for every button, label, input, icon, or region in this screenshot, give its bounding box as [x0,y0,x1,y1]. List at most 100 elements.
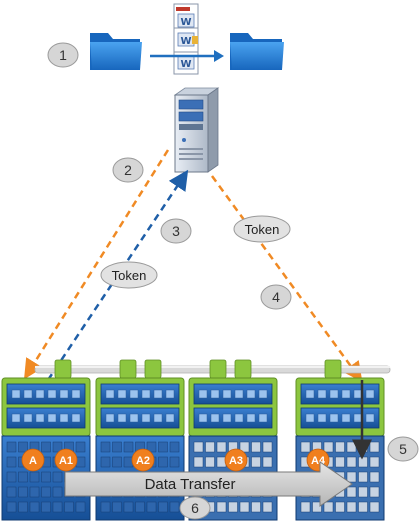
controller-slot [365,413,375,423]
disk-drive [251,456,261,468]
controller-slot [129,413,139,423]
disk-drive [41,501,51,513]
controller-slot [258,389,268,399]
disk-drive [18,471,28,483]
controller-unit [300,383,380,405]
controller-slot [317,413,327,423]
disk-drive [346,486,357,498]
disk-drive [262,501,273,513]
step-6-badge: 6 [179,496,211,520]
step-3-label: 3 [172,223,180,239]
disk-drive [369,456,380,468]
svg-text:W: W [180,17,191,28]
disk-drive [300,501,311,513]
controller-slot [117,413,127,423]
disk-drive [216,501,227,513]
disk-drive [205,456,215,468]
disk-drive [6,501,17,513]
controller-slot [165,413,175,423]
step-3-badge: 3 [160,218,192,244]
disk-drive [158,501,168,513]
disk-drive [228,501,238,513]
disk-drive [18,441,28,453]
disk-drive [262,456,273,468]
node-badge-a1-label: A1 [59,455,73,467]
disk-drive [158,441,168,453]
controller-slot [234,389,244,399]
controller-slot [71,413,81,423]
disk-drive [18,501,28,513]
disk-drive [146,441,157,453]
disk-drive [346,501,357,513]
step-1-label: 1 [59,47,67,63]
controller-slot [59,413,69,423]
disk-drive [369,501,380,513]
node-badge-a2-label: A2 [136,455,150,467]
disk-drive [335,501,345,513]
disk-drive [262,441,273,453]
controller-slot [341,413,351,423]
disk-drive [358,471,368,483]
disk-drive [41,471,51,483]
disk-drive [29,486,40,498]
disk-drive [312,501,322,513]
token-label-upper: Token [245,222,280,237]
controller-slot [210,389,220,399]
controller-slot [141,413,151,423]
disk-drive [123,441,134,453]
disk-drive [52,441,63,453]
controller-slot [198,389,208,399]
disk-drive [369,486,380,498]
disk-drive [358,456,368,468]
controller-unit [193,383,273,405]
step-4-label: 4 [272,289,280,305]
disk-drive [251,441,261,453]
disk-drive [123,501,134,513]
cluster-interconnect [34,359,391,379]
disk-drive [346,471,357,483]
disk-drive [193,456,204,468]
step-2-badge: 2 [112,157,144,183]
disk-drive [216,441,227,453]
controller-slot [246,413,256,423]
node-badge-a3-label: A3 [229,455,243,467]
controller-slot [210,413,220,423]
controller-slot [59,389,69,399]
disk-drive [169,441,180,453]
step-5-badge: 5 [387,436,419,462]
step-5-label: 5 [399,441,407,457]
controller-slot [317,389,327,399]
node-badge-a: A [21,448,45,472]
node-badge-a-label: A [29,455,37,467]
controller-slot [23,413,33,423]
source-folder-icon [90,33,142,70]
token-bubble-upper: Token [233,215,291,243]
data-transfer-label: Data Transfer [145,476,236,493]
controller-slot [141,389,151,399]
disk-drive [335,441,345,453]
controller-unit [100,383,180,405]
disk-drive [75,501,86,513]
server-icon [173,87,220,173]
controller-slot [246,389,256,399]
step-6-label: 6 [191,500,199,516]
disk-drive [112,441,122,453]
disk-drive [135,501,145,513]
storage-rack-icon [295,377,385,521]
controller-slot [305,413,315,423]
controller-slot [105,389,115,399]
token-send-arrow-orange [210,175,363,383]
controller-slot [11,413,21,423]
disk-drive [100,456,111,468]
disk-drive [6,486,17,498]
disk-drive [216,456,227,468]
disk-drive [100,441,111,453]
disk-drive [52,486,63,498]
controller-slot [47,389,57,399]
disk-drive [64,501,74,513]
controller-slot [153,389,163,399]
disk-drive [146,501,157,513]
token-bubble-lower: Token [100,261,158,289]
storage-rack-icon [1,377,91,521]
